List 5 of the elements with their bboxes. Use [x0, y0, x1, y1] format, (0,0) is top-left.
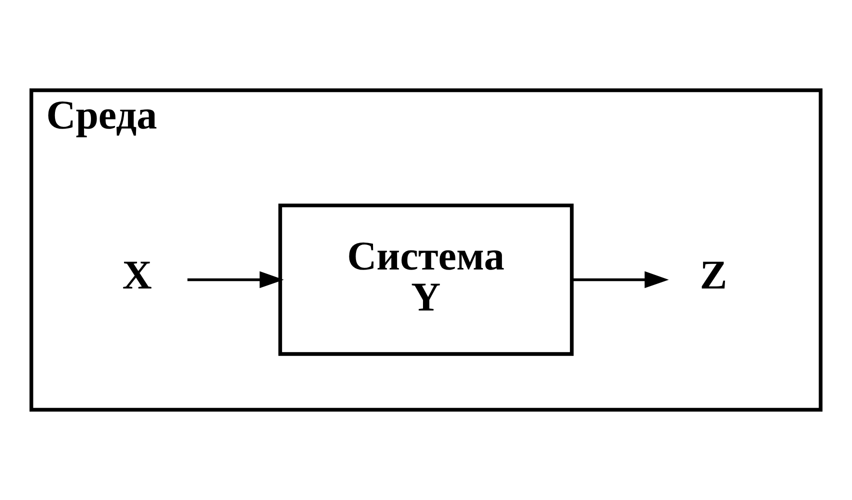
node-text: Z	[700, 252, 728, 298]
node-box: Система Y	[278, 204, 574, 356]
node-text: X	[122, 252, 152, 298]
arrow	[572, 271, 669, 288]
arrow	[187, 271, 284, 288]
